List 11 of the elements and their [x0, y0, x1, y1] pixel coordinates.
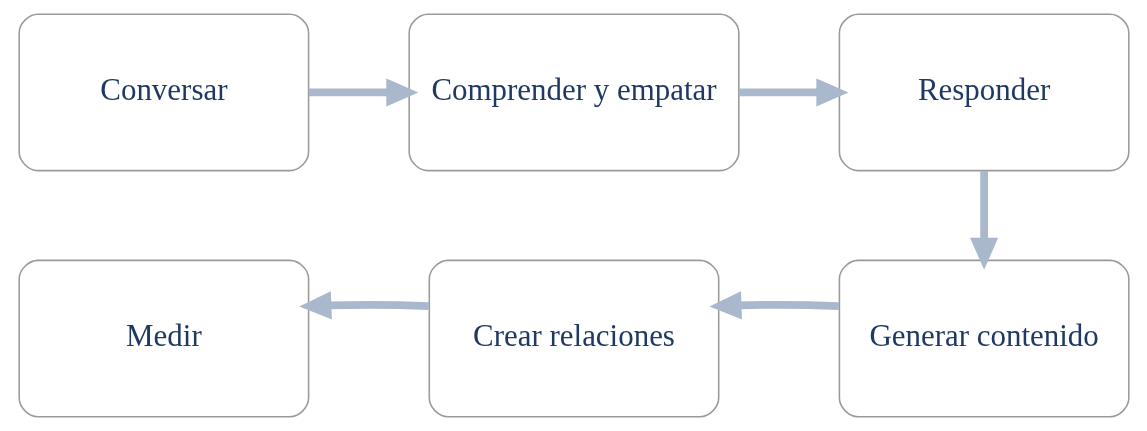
arrow	[969, 171, 998, 270]
arrow	[308, 78, 418, 107]
node-box: Medir	[17, 259, 309, 418]
node-box: Conversar	[17, 13, 309, 172]
node-box: Generar contenido	[838, 259, 1130, 418]
arrow	[738, 78, 848, 107]
node-box: Crear relaciones	[428, 259, 719, 418]
node-box: Responder	[838, 13, 1130, 172]
arrow	[298, 291, 429, 320]
arrow	[708, 291, 839, 320]
node-box: Comprender y empatar	[407, 13, 740, 172]
